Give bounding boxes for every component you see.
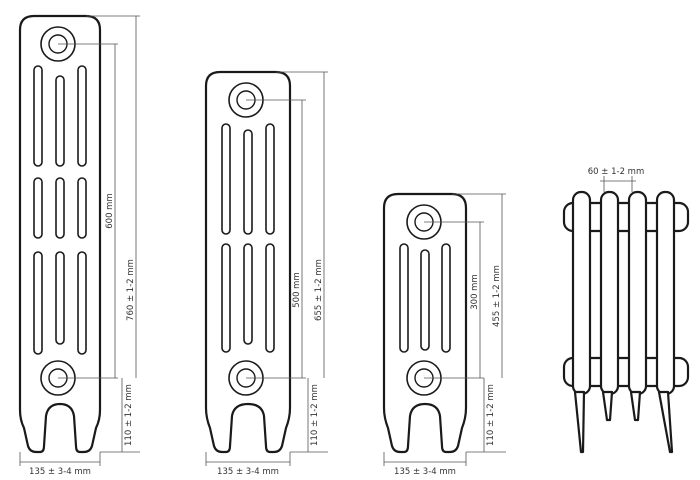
width-dimension-label: 135 ± 3-4 mm (394, 467, 456, 477)
base-dimension-label: 110 ± 1-2 mm (486, 384, 496, 446)
height-dimension-label: 760 ± 1-2 mm (126, 259, 136, 321)
hub-top (40, 26, 76, 62)
section-spacing-label: 60 ± 1-2 mm (588, 167, 645, 177)
radiator-short-front-view: 300 mm 455 ± 1-2 mm 110 ± 1-2 mm 135 ± 3… (382, 192, 506, 477)
base-dimension-label: 110 ± 1-2 mm (124, 384, 134, 446)
base-dimension-label: 110 ± 1-2 mm (310, 384, 320, 446)
radiator-side-view: 60 ± 1-2 mm (562, 167, 690, 454)
width-dimension-label: 135 ± 3-4 mm (29, 467, 91, 477)
axis-dimension-label: 500 mm (292, 272, 302, 308)
radiator-medium-front-view: 500 mm 655 ± 1-2 mm 110 ± 1-2 mm 135 ± 3… (204, 70, 328, 477)
column-slots (399, 243, 451, 353)
column-slots (33, 65, 87, 355)
radiator-tall-front-view: 600 mm 760 ± 1-2 mm 110 ± 1-2 mm 135 ± 3… (18, 14, 140, 477)
side-legs (573, 390, 674, 454)
height-dimension-label: 455 ± 1-2 mm (492, 265, 502, 327)
width-dimension-label: 135 ± 3-4 mm (217, 467, 279, 477)
side-sections (571, 190, 676, 396)
axis-dimension-label: 600 mm (105, 193, 115, 229)
column-slots (221, 123, 275, 353)
height-dimension-label: 655 ± 1-2 mm (314, 259, 324, 321)
axis-dimension-label: 300 mm (470, 274, 480, 310)
